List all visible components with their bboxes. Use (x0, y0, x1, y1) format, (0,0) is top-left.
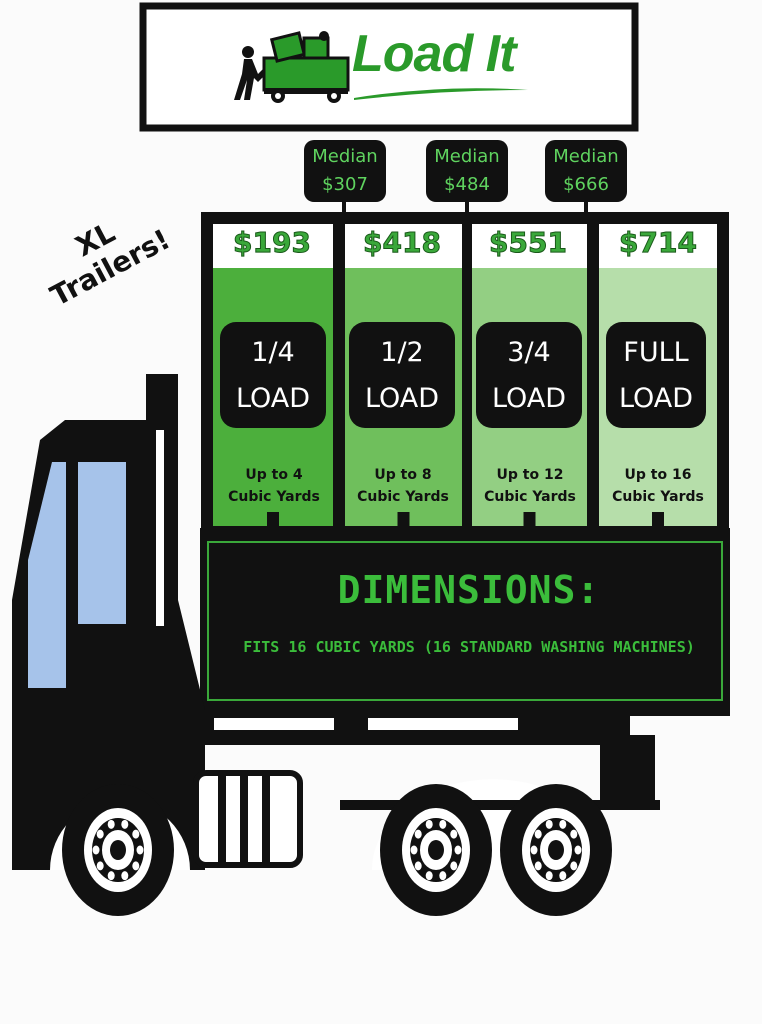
median-badge-3: Median $666 (545, 140, 627, 202)
wheel-icon (62, 784, 174, 916)
worker-loading-truck-icon (234, 31, 350, 103)
truck-bumper-rear (600, 735, 655, 805)
tier-capacity-1: Up to 4 Cubic Yards (212, 464, 336, 508)
dimensions-subtitle: FITS 16 CUBIC YARDS (16 STANDARD WASHING… (243, 638, 695, 656)
tier-load-badge-2: 1/2 LOAD (349, 322, 455, 428)
tier-load-badge-3: 3/4 LOAD (476, 322, 582, 428)
cab-window-right (78, 462, 126, 624)
fuel-tank-rib-1 (218, 775, 226, 863)
tier-latch-icon (397, 512, 410, 526)
dimensions-box (200, 528, 730, 716)
tier-price-1: $193 (233, 226, 312, 260)
capacity-unit: Cubic Yards (612, 489, 704, 505)
capacity-line: Up to 8 (374, 467, 432, 483)
cab-window-left (28, 462, 66, 688)
tier-header-strip (599, 224, 717, 268)
tier-load-badge-1: 1/4 LOAD (220, 322, 326, 428)
capacity-line: Up to 4 (245, 467, 303, 483)
brand-logo-text: Load It (352, 25, 516, 83)
capacity-unit: Cubic Yards (228, 489, 320, 505)
tier-load-label: LOAD (364, 383, 440, 414)
median-label: Median (434, 146, 500, 167)
tier-header-strip (472, 224, 587, 268)
median-value: $484 (444, 174, 490, 195)
logo-panel (139, 2, 639, 132)
median-post-1 (342, 200, 346, 216)
capacity-unit: Cubic Yards (357, 489, 449, 505)
wheel-icon (380, 784, 492, 916)
capacity-unit: Cubic Yards (484, 489, 576, 505)
tier-capacity-2: Up to 8 Cubic Yards (341, 464, 465, 508)
axle-bar (340, 800, 660, 810)
capacity-line: Up to 16 (624, 467, 692, 483)
tier-price-3: $551 (489, 226, 568, 260)
tier-fraction: 1/4 (251, 337, 295, 368)
logo-swoosh-icon (354, 88, 528, 100)
tier-capacity-4: Up to 16 Cubic Yards (596, 464, 720, 508)
tier-price-2: $418 (363, 226, 442, 260)
chassis-white-2 (368, 718, 518, 730)
median-value: $666 (563, 174, 609, 195)
wheel-icon (500, 784, 612, 916)
tier-capacity-3: Up to 12 Cubic Yards (468, 464, 592, 508)
median-label: Median (312, 146, 378, 167)
fuel-tank-rib-3 (262, 775, 270, 863)
median-post-3 (584, 200, 588, 216)
tier-latch-icon (652, 512, 664, 526)
tier-header-strip (345, 224, 462, 268)
tier-fraction: 3/4 (507, 337, 551, 368)
chassis-white-1 (214, 718, 334, 730)
dimensions-box-border (207, 541, 723, 701)
median-post-2 (465, 200, 469, 216)
tier-load-label: LOAD (491, 383, 567, 414)
tier-fraction: FULL (623, 337, 689, 368)
tier-price-4: $714 (619, 226, 698, 260)
tier-load-label: LOAD (235, 383, 311, 414)
dimensions-title: DIMENSIONS: (337, 568, 601, 612)
median-value: $307 (322, 174, 368, 195)
tier-latch-icon (523, 512, 536, 526)
tier-fraction: 1/2 (380, 337, 424, 368)
tier-load-label: LOAD (618, 383, 694, 414)
tier-latch-icon (267, 512, 279, 526)
exhaust-gap (156, 430, 164, 626)
fuel-tank-rib-2 (240, 775, 248, 863)
median-badge-2: Median $484 (426, 140, 508, 202)
capacity-line: Up to 12 (496, 467, 564, 483)
tier-header-strip (213, 224, 333, 268)
median-badge-1: Median $307 (304, 140, 386, 202)
tier-load-badge-4: FULL LOAD (606, 322, 706, 428)
median-label: Median (553, 146, 619, 167)
